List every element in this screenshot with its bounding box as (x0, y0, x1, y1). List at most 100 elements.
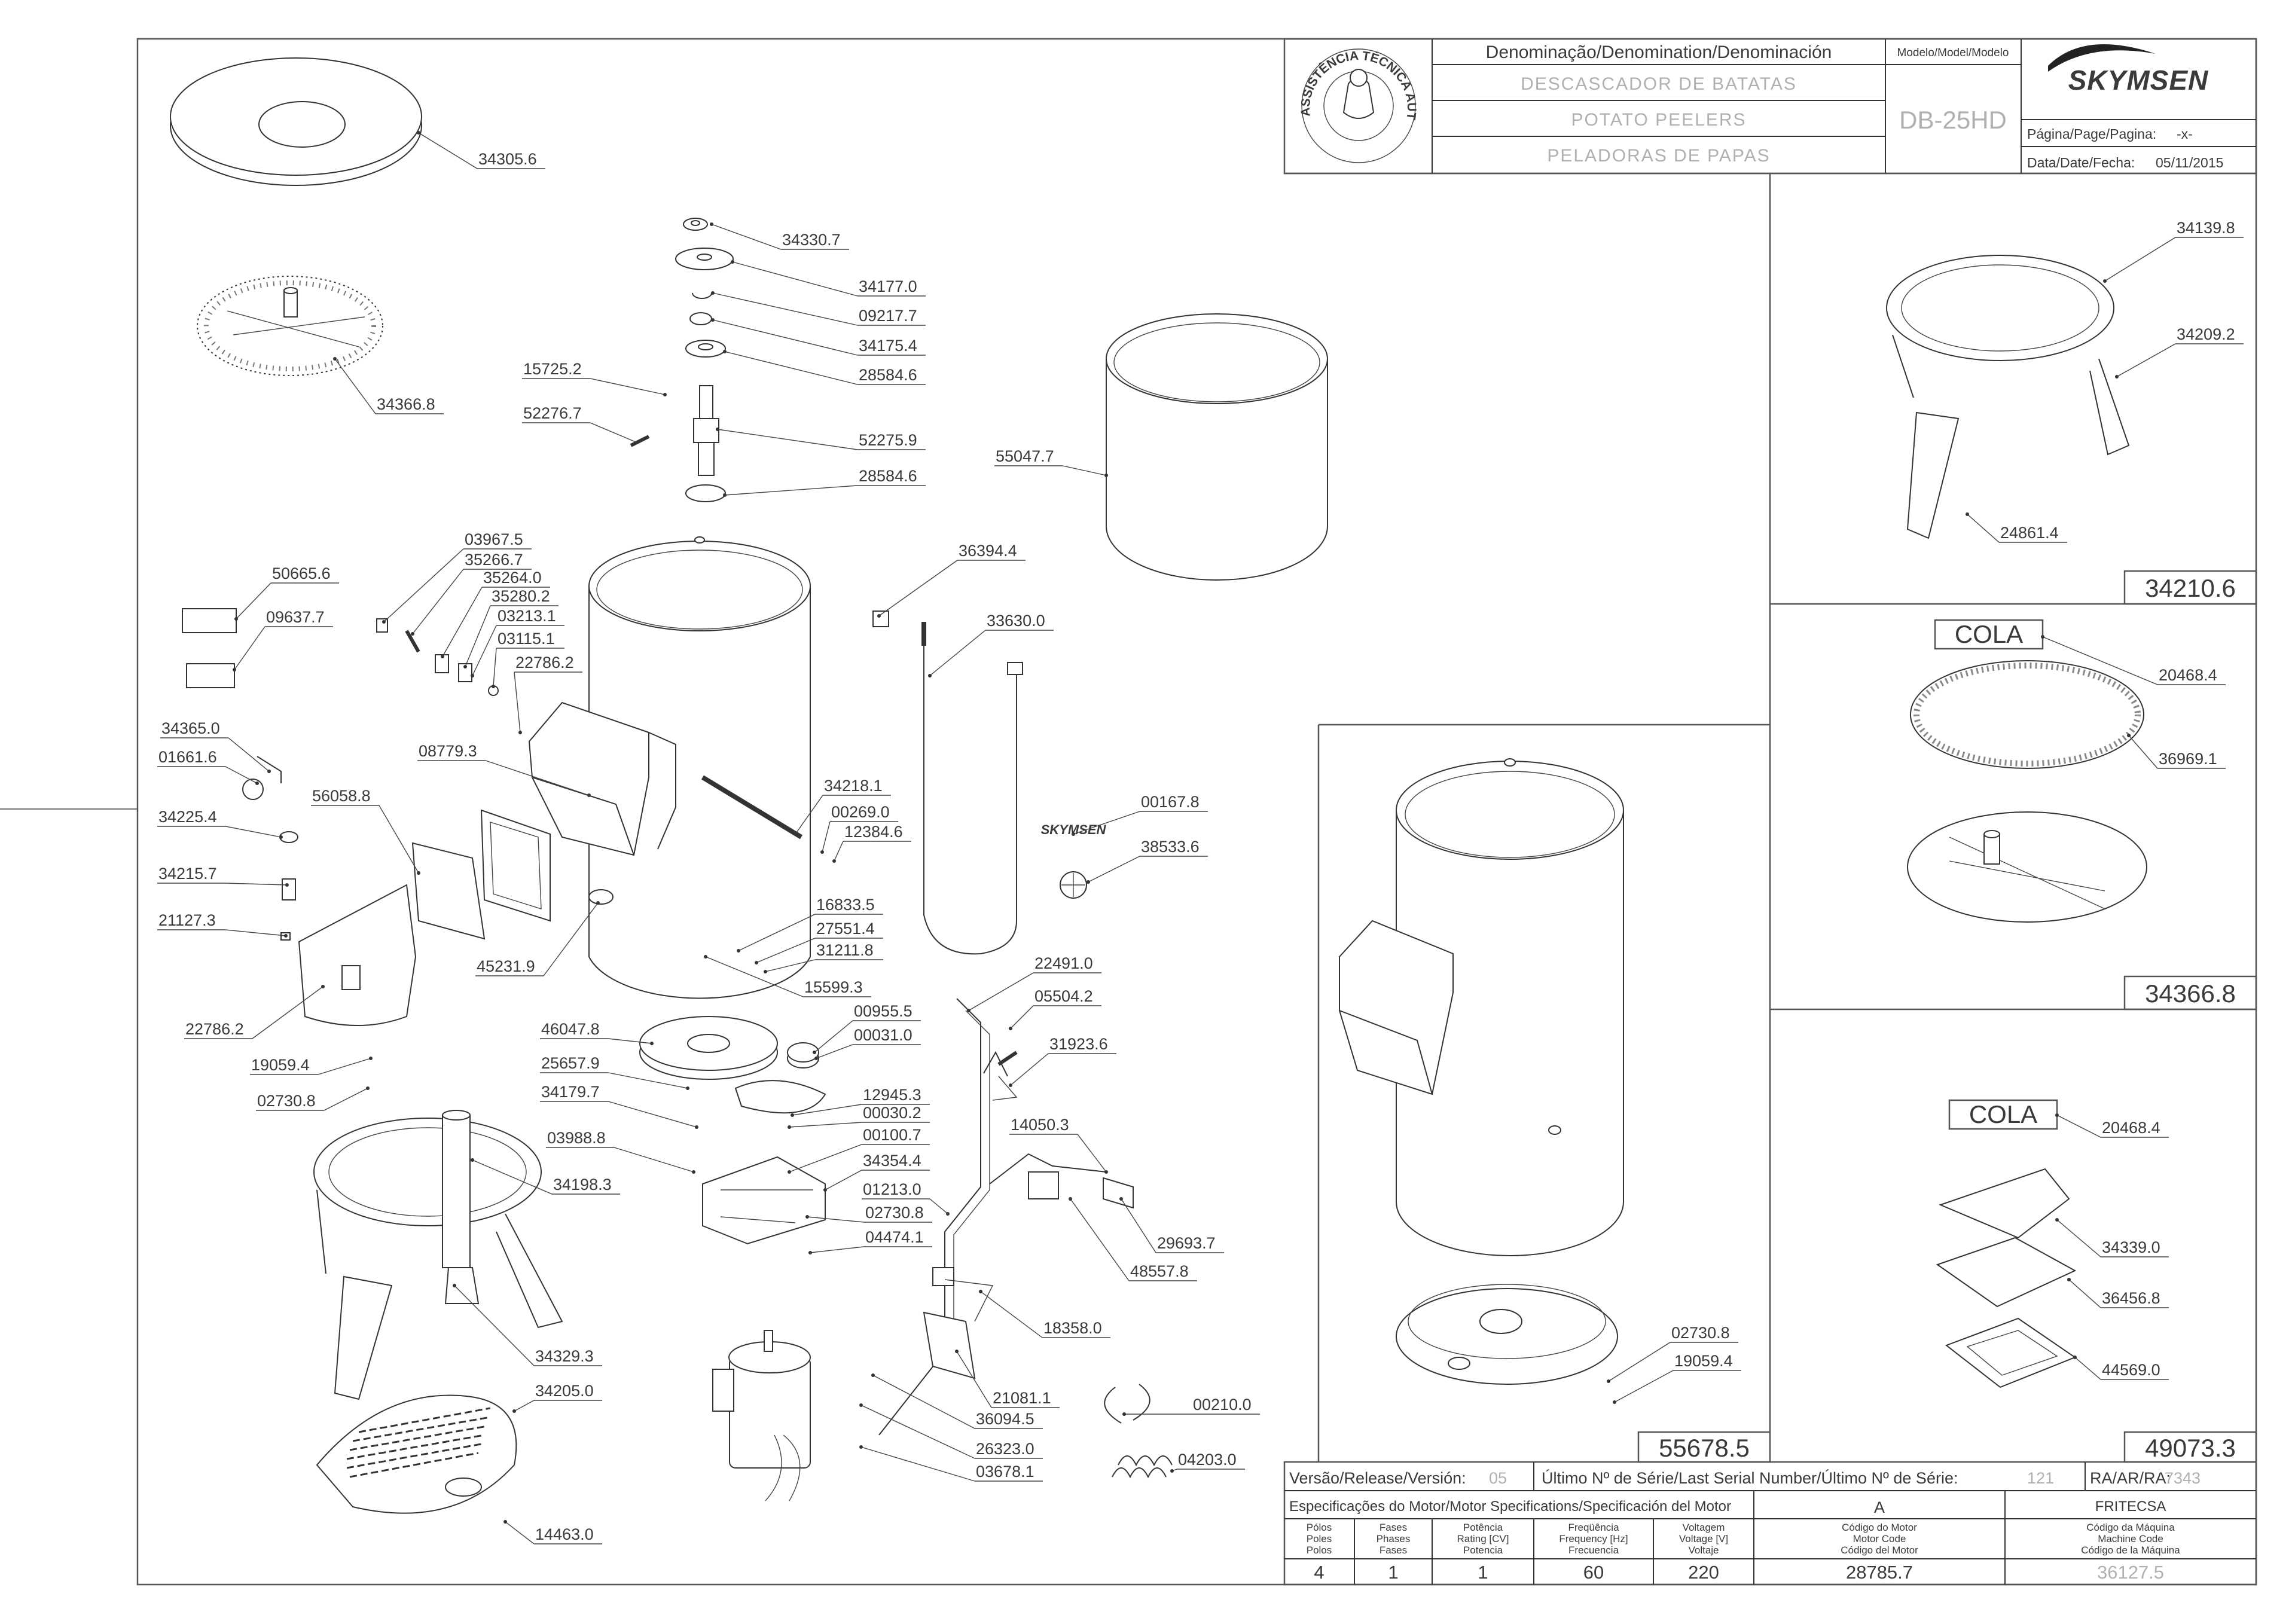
disc-assembly-drawing (1907, 660, 2147, 923)
leader-dot (711, 318, 715, 322)
leader-dot (1072, 832, 1075, 836)
leader-dot (731, 260, 734, 264)
leader-dot (704, 955, 707, 958)
leader-dot (1009, 1027, 1012, 1030)
base-plate-drawing (316, 1394, 517, 1514)
leader-dot (1009, 1083, 1012, 1087)
part-number-label: 04474.1 (865, 1228, 924, 1246)
part-number-label: 01213.0 (863, 1180, 921, 1198)
leader-dot (711, 291, 715, 295)
leader-dot (650, 1042, 654, 1045)
part-number-label: 55047.7 (996, 447, 1054, 465)
leader-line (383, 548, 464, 622)
leader-dot (284, 934, 288, 938)
part-number-label: 22491.0 (1034, 954, 1093, 972)
leader-line (318, 1058, 371, 1075)
page-label: Página/Page/Pagina: (2027, 126, 2156, 142)
motor-base-drawing (702, 1156, 826, 1245)
leader-dot (587, 793, 591, 797)
part-number-label: 14050.3 (1011, 1116, 1069, 1134)
leader-dot (823, 1188, 827, 1192)
col-header: Potencia (1463, 1544, 1503, 1556)
manufacturer: FRITECSA (2095, 1498, 2166, 1515)
part-number-label: 36969.1 (2159, 750, 2217, 768)
part-number-label: 34209.2 (2177, 325, 2235, 343)
leader-line (1010, 1053, 1049, 1086)
part-number-label: 34177.0 (859, 277, 917, 295)
leader-dot (2055, 1218, 2059, 1222)
leader-dot (1122, 1412, 1126, 1416)
col-header: Fases (1380, 1544, 1407, 1556)
leader-dot (453, 1284, 456, 1287)
leader-dot (820, 850, 824, 854)
leader-line (860, 1446, 975, 1482)
shim-assembly-drawing (1936, 1168, 2077, 1388)
leader-dot (1087, 880, 1090, 884)
leader-dot (871, 1373, 875, 1377)
leader-line (1010, 1005, 1034, 1029)
part-number-label: 50665.6 (272, 564, 331, 582)
col-header: Código da Máquina (2086, 1522, 2175, 1533)
part-number-label: 35264.0 (483, 569, 542, 587)
leader-line (1070, 1198, 1130, 1281)
leader-dot (417, 871, 420, 875)
leader-dot (979, 1290, 982, 1293)
leader-line (485, 760, 590, 796)
leader-dot (518, 731, 522, 734)
leader-dot (267, 770, 271, 773)
part-number-label: 34198.3 (553, 1176, 612, 1193)
poles-value: 4 (1314, 1562, 1324, 1583)
version-label: Versão/Release/Versión: (1289, 1469, 1466, 1487)
leader-line (228, 737, 270, 772)
leader-dot (321, 985, 325, 988)
leader-line (225, 883, 288, 886)
part-number-label: 21081.1 (993, 1389, 1051, 1407)
part-number-label: 34339.0 (2102, 1238, 2160, 1256)
part-number-label: 26323.0 (976, 1440, 1034, 1458)
frequency-value: 60 (1583, 1562, 1604, 1583)
door-panels-drawing (298, 809, 551, 1026)
leader-line (732, 261, 858, 297)
leader-dot (877, 614, 881, 618)
part-number-label: 36094.5 (976, 1410, 1034, 1428)
part-number-label: 20468.4 (2159, 666, 2217, 684)
version-value: 05 (1489, 1469, 1507, 1487)
leader-dot (1069, 1197, 1072, 1201)
main-cylinder-drawing (528, 536, 811, 999)
leader-dot (333, 357, 337, 361)
assembly-number: 34210.6 (2145, 574, 2236, 602)
abrasive-disc-drawing (197, 276, 383, 376)
leader-dot (366, 1086, 370, 1090)
leader-dot (663, 393, 667, 396)
leader-dot (1170, 1469, 1174, 1473)
leader-line (2068, 1279, 2101, 1308)
leader-dot (1966, 512, 1969, 516)
leader-dot (695, 1125, 698, 1129)
leader-line (807, 1216, 865, 1223)
part-number-label: 04203.0 (1178, 1451, 1237, 1469)
part-number-label: 34225.4 (158, 808, 217, 826)
leader-dot (723, 493, 727, 497)
part-number-label: 19059.4 (1674, 1352, 1733, 1370)
col-header: Código del Motor (1841, 1544, 1918, 1556)
part-number-label: 18358.0 (1043, 1319, 1102, 1337)
leader-line (705, 956, 804, 997)
page-value: -x- (2177, 126, 2193, 142)
leader-line (792, 1104, 862, 1116)
leader-line (810, 1246, 865, 1253)
leader-line (765, 959, 816, 972)
drawing-frame: 34210.6 34366.8 55678.5 49073.3 (0, 38, 2257, 1586)
leader-line (980, 1291, 1043, 1338)
part-number-label: 00269.0 (831, 803, 890, 821)
leader-line (878, 560, 958, 616)
part-number-label: 16833.5 (816, 896, 875, 914)
leader-dot (1104, 1170, 1108, 1174)
part-number-label: 12384.6 (844, 823, 903, 841)
assembled-machine-drawing (1339, 758, 1624, 1385)
part-number-label: 38533.6 (1141, 838, 1200, 856)
ra-label: RA/AR/RA: (2090, 1469, 2171, 1487)
part-number-label: 22786.2 (515, 654, 574, 671)
assembly-number: 55678.5 (1659, 1434, 1750, 1462)
callout-leaders (157, 131, 2244, 1544)
